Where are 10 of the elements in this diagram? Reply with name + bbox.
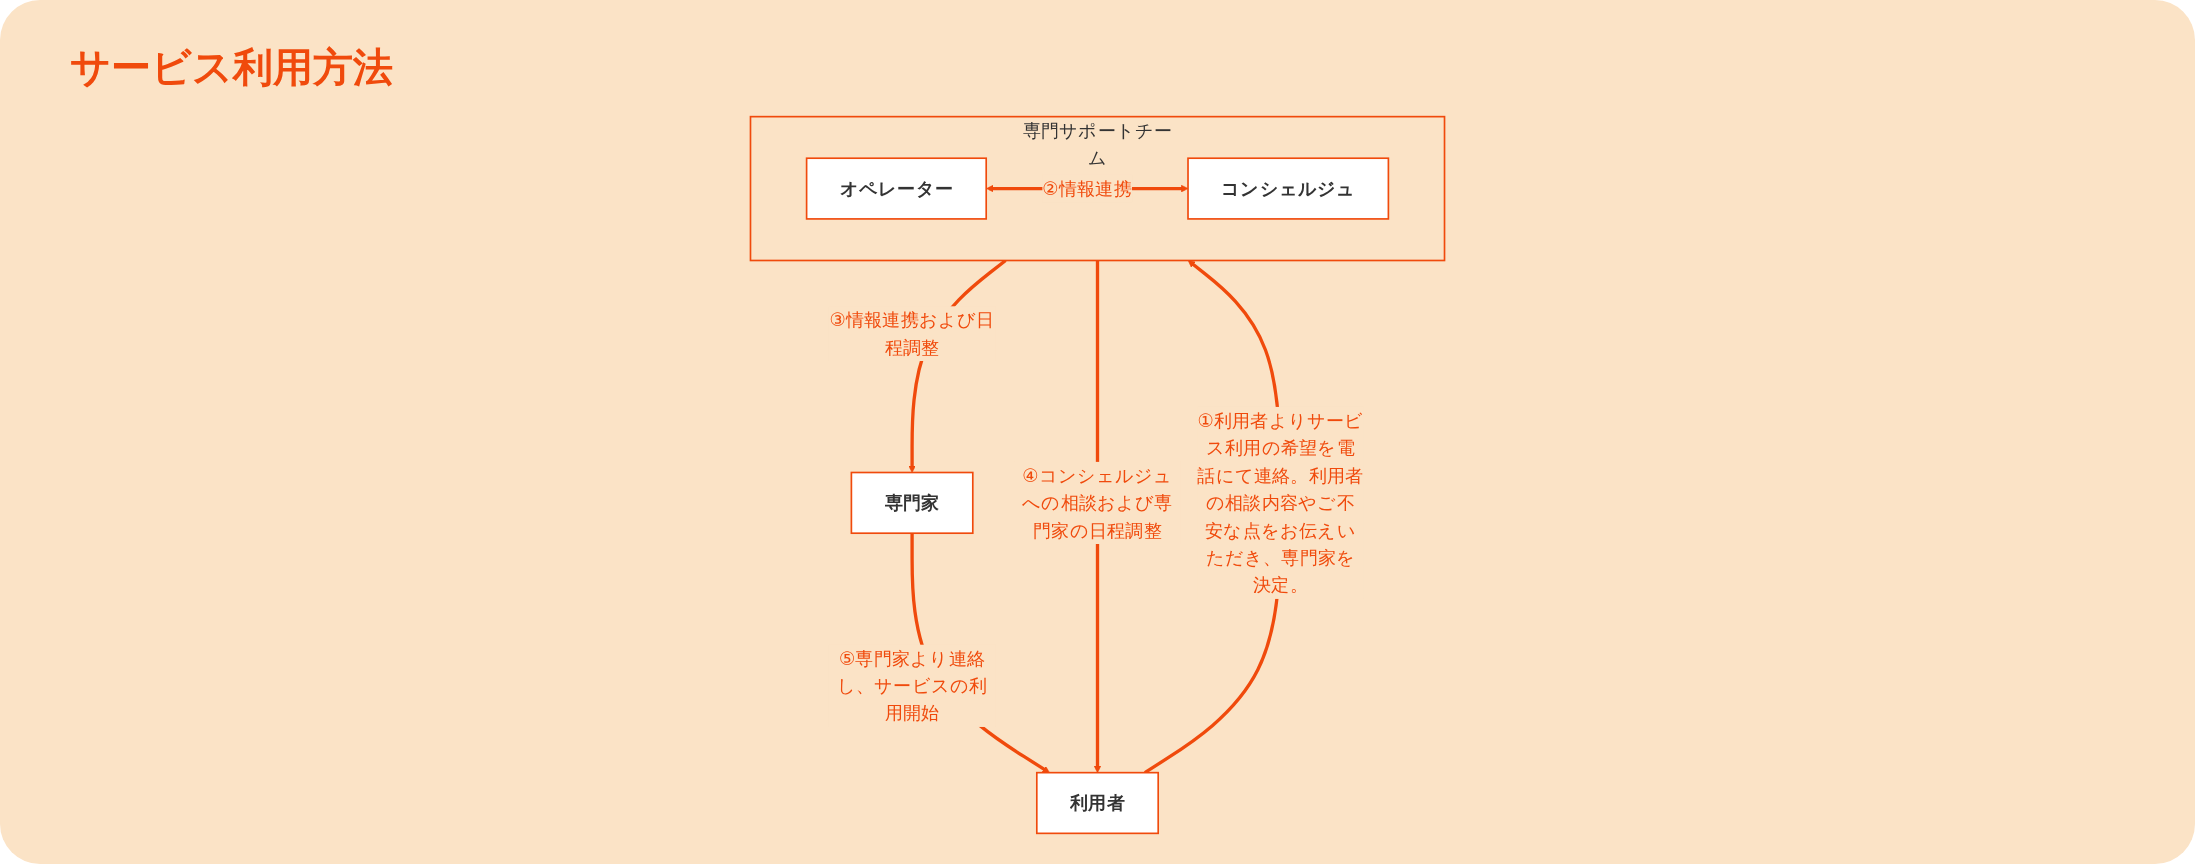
edge-label: ④コンシェルジュへの相談および専門家の日程調整 bbox=[1022, 465, 1173, 541]
node-box: 利用者 bbox=[1036, 771, 1159, 835]
edge-label: ①利用者よりサービス利用の希望を電話にて連絡。利用者の相談内容やご不安な点をお伝えいただき、専門家を決定。 bbox=[1197, 410, 1364, 596]
node-box: コンシェルジュ bbox=[1187, 157, 1390, 220]
edge-label: ⑤専門家より連絡し、サービスの利用開始 bbox=[836, 647, 988, 724]
node-box: オペレーター bbox=[805, 157, 988, 220]
edge-label: ②情報連携 bbox=[1042, 178, 1132, 199]
diagram-title: サービス利用方法 bbox=[70, 43, 393, 92]
node-box: 専門家 bbox=[850, 471, 974, 535]
edge-label: ③情報連携および日程調整 bbox=[829, 309, 995, 358]
